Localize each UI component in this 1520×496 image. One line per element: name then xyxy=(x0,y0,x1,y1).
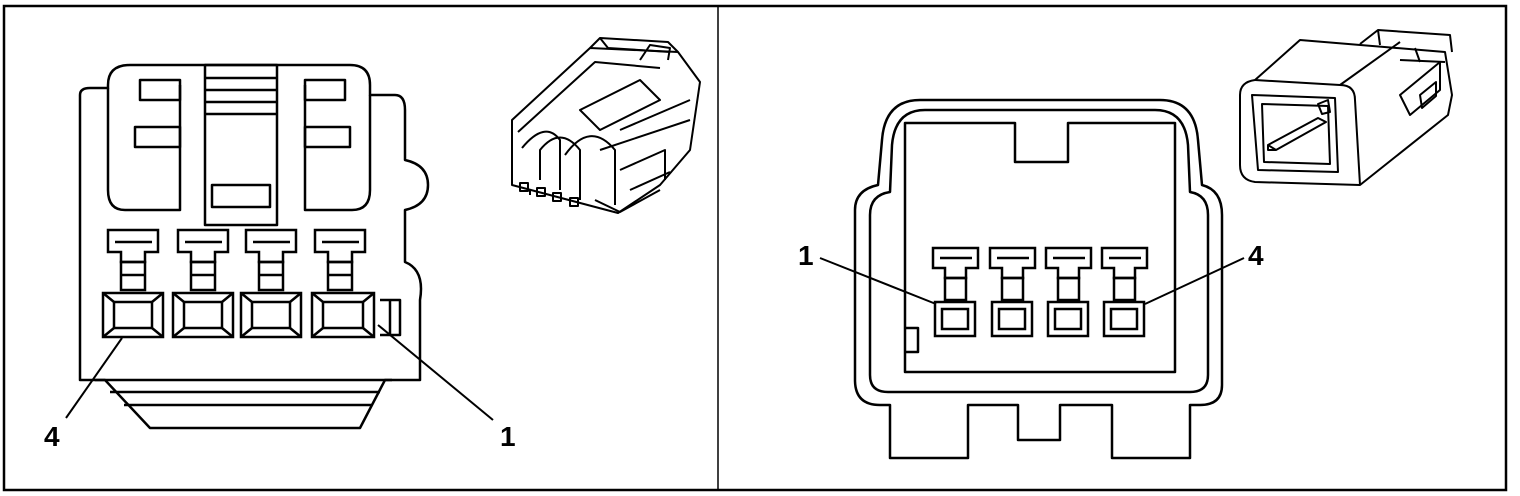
left-terminal-4 xyxy=(310,228,376,339)
right-terminal-3 xyxy=(1044,246,1093,338)
right-callout-leaders xyxy=(819,257,1245,305)
left-callout-4: 4 xyxy=(44,421,60,452)
right-terminal-2 xyxy=(988,246,1037,338)
right-callout-4: 4 xyxy=(1248,240,1264,271)
right-terminals xyxy=(931,246,1149,338)
right-terminal-1 xyxy=(931,246,980,338)
left-callout-leaders xyxy=(65,324,494,421)
left-terminal-3 xyxy=(239,228,303,339)
left-terminal-2 xyxy=(171,228,235,339)
outer-frame xyxy=(2,4,1508,492)
left-terminals xyxy=(101,228,376,339)
left-terminal-1 xyxy=(101,228,165,339)
left-connector-face xyxy=(78,63,430,430)
left-connector-3d-view xyxy=(511,37,701,214)
right-connector-3d-view xyxy=(1239,29,1453,186)
left-callout-1: 1 xyxy=(500,421,516,452)
right-terminal-4 xyxy=(1100,246,1149,338)
right-callout-1: 1 xyxy=(798,240,814,271)
right-connector-face xyxy=(853,98,1224,460)
